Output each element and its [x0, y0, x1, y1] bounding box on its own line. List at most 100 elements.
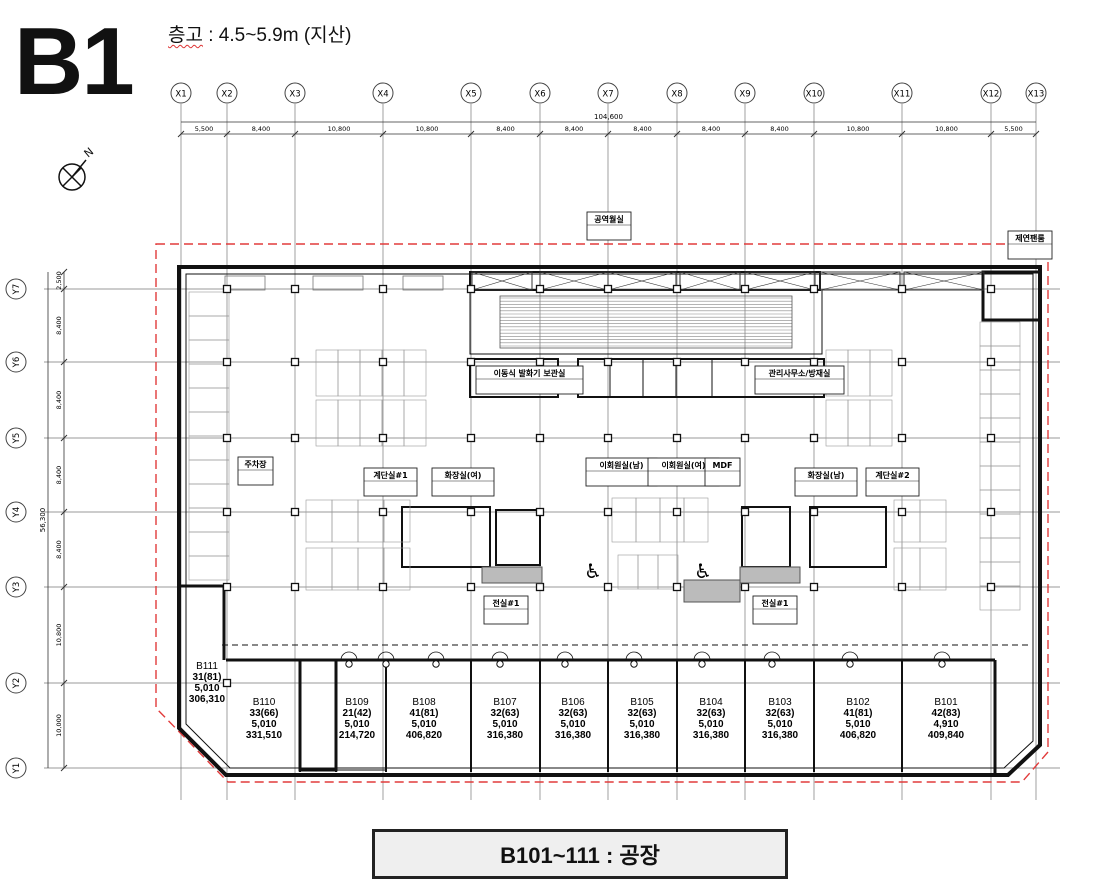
floor-label: B1: [14, 8, 135, 115]
parking-stall: [331, 547, 359, 591]
parking-stall: [188, 411, 230, 437]
unit-value: 5,010: [492, 719, 517, 730]
parking-stall: [979, 585, 1021, 611]
column: [222, 582, 232, 592]
grid-bubble: [284, 82, 306, 104]
unit-marker: [846, 660, 854, 668]
grid-bubble: [5, 351, 27, 373]
dim-tick: [604, 130, 612, 138]
unit-value: 5,010: [194, 683, 219, 694]
unit-value: 5,010: [344, 719, 369, 730]
column: [466, 582, 476, 592]
grid-label: X3: [289, 90, 300, 100]
top-service-strip: [469, 271, 823, 355]
dim-tick: [60, 764, 68, 772]
parking-stall: [847, 399, 871, 447]
dim-tick: [379, 130, 387, 138]
unit-value: 406,820: [406, 730, 443, 741]
grid-label: X6: [534, 90, 545, 100]
room-tag: [237, 456, 274, 486]
grid-label: Y1: [12, 763, 22, 775]
dim-label: 8,400: [55, 316, 63, 335]
room-name: 화장실(여): [445, 470, 482, 480]
dim-total-y: 56,300: [39, 508, 47, 533]
column: [897, 433, 907, 443]
room-name: 관리사무소/방재실: [769, 368, 831, 378]
unit-id: B106: [561, 697, 585, 708]
grid-bubble: [5, 576, 27, 598]
room-tag: [794, 467, 858, 497]
parking-stall: [188, 291, 230, 317]
column: [897, 284, 907, 294]
duct-diagonal: [607, 271, 677, 291]
column: [290, 357, 300, 367]
unit-value: 214,720: [339, 730, 376, 741]
parking-stall: [617, 554, 639, 590]
column: [378, 433, 388, 443]
column: [740, 357, 750, 367]
grid-bubble: [216, 82, 238, 104]
parking-stall: [188, 555, 230, 581]
column: [672, 507, 682, 517]
grid-bubble: [5, 672, 27, 694]
grid-label: X5: [465, 90, 476, 100]
dim-tick: [1032, 130, 1040, 138]
grid-label: X13: [1028, 90, 1045, 100]
parking-stall: [869, 349, 893, 397]
column: [378, 284, 388, 294]
grid-label: X2: [221, 90, 232, 100]
unit-value: 5,010: [698, 719, 723, 730]
grid-bubble: [529, 82, 551, 104]
dim-label: 8,400: [565, 125, 584, 133]
column: [986, 507, 996, 517]
parking-stall: [869, 399, 893, 447]
parking-stalls: [188, 291, 1021, 611]
grid-bubble: [734, 82, 756, 104]
duct: [903, 271, 985, 291]
unit-value: 316,380: [487, 730, 524, 741]
unit-value: 5,010: [845, 719, 870, 730]
column: [740, 284, 750, 294]
column: [290, 433, 300, 443]
wheelchair-icon: ♿: [584, 559, 602, 583]
unit-value: 32(63): [697, 708, 726, 719]
room-tag: [586, 211, 632, 241]
dim-label: 10,000: [55, 714, 63, 737]
unit-id: B102: [846, 697, 870, 708]
room-tag: [585, 457, 658, 487]
column: [809, 582, 819, 592]
height-key: 층고: [168, 25, 203, 46]
unit-id: B101: [934, 697, 958, 708]
dim-label: 8,400: [633, 125, 652, 133]
grid-label: X10: [806, 90, 823, 100]
dim-tick: [60, 508, 68, 516]
column: [740, 507, 750, 517]
grid-label: X1: [175, 90, 186, 100]
parking-stall: [893, 499, 921, 543]
grid-bubble: [666, 82, 688, 104]
door-swing: [377, 651, 395, 661]
dim-label: 10,800: [416, 125, 439, 133]
duct: [312, 275, 364, 291]
unit-value: 316,380: [762, 730, 799, 741]
unit-value: 42(83): [932, 708, 961, 719]
door-swing: [340, 651, 358, 661]
room-name: 제연팬룸: [1015, 233, 1045, 243]
unit-id: B103: [768, 697, 792, 708]
dim-label: 8,400: [496, 125, 515, 133]
parking-stall: [611, 497, 637, 543]
room-tag: [754, 365, 845, 395]
parking-stall: [979, 465, 1021, 491]
column: [222, 507, 232, 517]
parking-stall: [825, 399, 849, 447]
door-swing: [556, 651, 574, 661]
unit-id: B111: [196, 661, 218, 672]
parking-stall: [359, 399, 383, 447]
unit-value: 5,010: [629, 719, 654, 730]
unit-value: 406,820: [840, 730, 877, 741]
unit-value: 4,910: [933, 719, 958, 730]
unit-id: B108: [412, 697, 436, 708]
dim-tick: [60, 679, 68, 687]
